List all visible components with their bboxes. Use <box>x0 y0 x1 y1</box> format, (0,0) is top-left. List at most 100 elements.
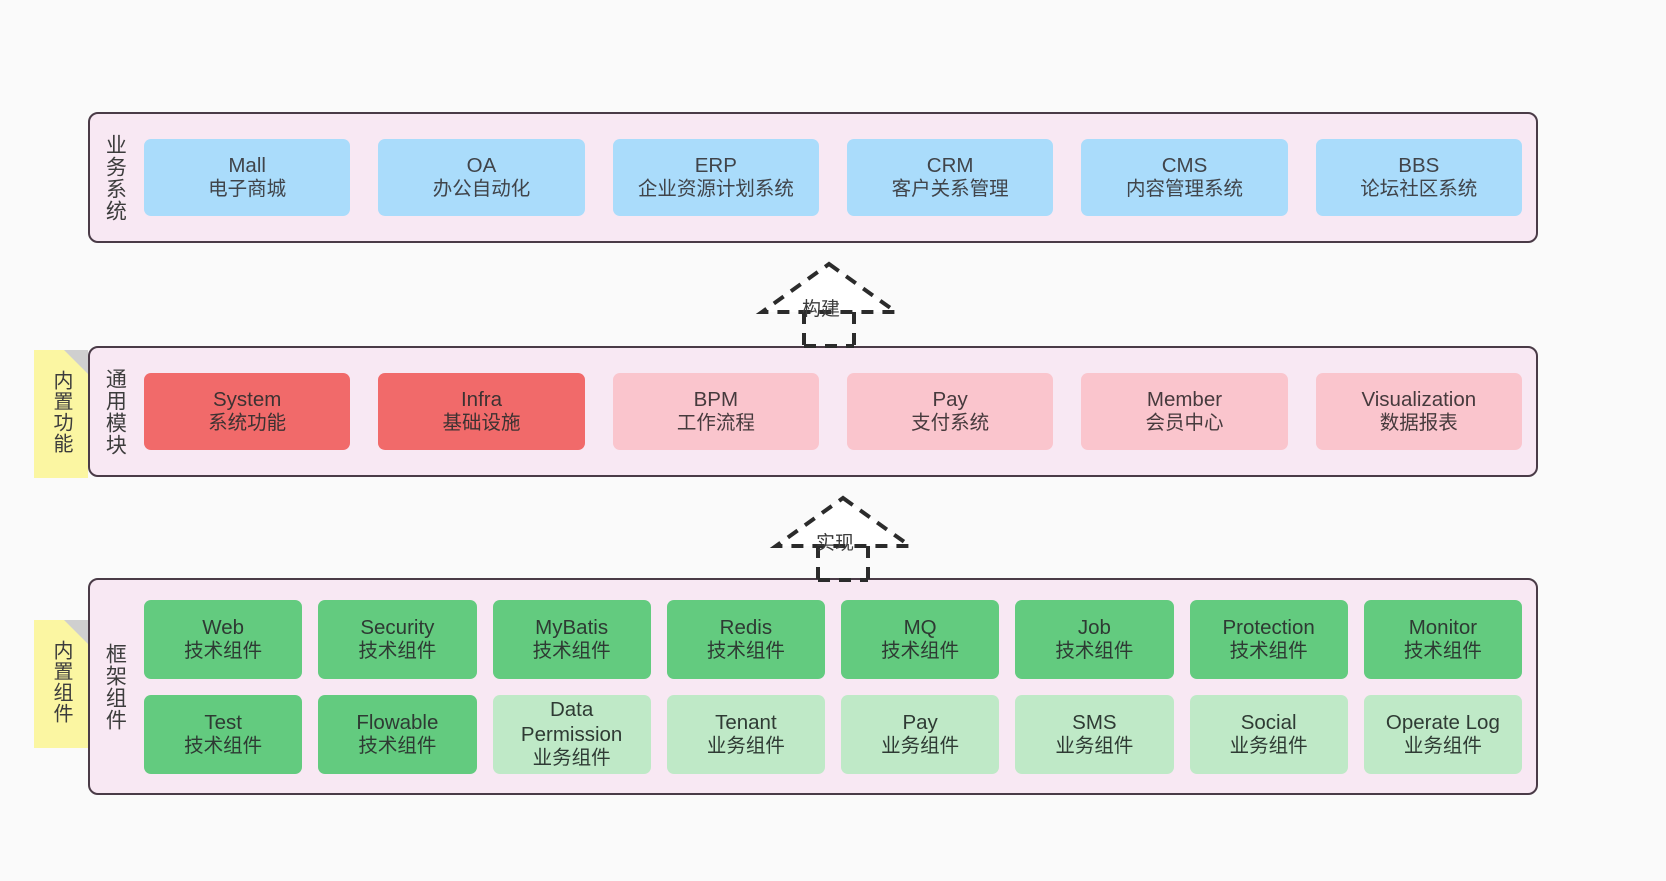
component-subtitle: 业务组件 <box>1403 734 1482 757</box>
component-box-protection[interactable]: Protection 技术组件 <box>1189 599 1348 679</box>
component-title: Test <box>204 710 242 734</box>
layer-row: Mall 电子商城 OA 办公自动化 ERP 企业资源计划系统 CRM 客户关系… <box>144 139 1522 216</box>
module-subtitle: 系统功能 <box>208 412 287 435</box>
connector-build-arrow <box>755 261 903 348</box>
module-subtitle: 企业资源计划系统 <box>637 178 794 201</box>
module-subtitle: 内容管理系统 <box>1125 178 1243 201</box>
component-subtitle: 业务组件 <box>532 747 611 770</box>
module-title: BBS <box>1398 154 1440 178</box>
connector-implement-label: 实现 <box>816 533 855 554</box>
component-title: Flowable <box>356 710 439 734</box>
module-title: OA <box>466 154 497 178</box>
component-subtitle: 技术组件 <box>1229 639 1308 662</box>
module-title: Infra <box>460 388 502 412</box>
component-title: MyBatis <box>535 615 609 639</box>
layer-row: System 系统功能 Infra 基础设施 BPM 工作流程 Pay 支付系统… <box>144 373 1522 450</box>
layer-common-modules: 通用模块 System 系统功能 Infra 基础设施 BPM 工作流程 Pay… <box>88 346 1538 477</box>
connector-implement-arrow <box>769 495 917 582</box>
component-box-pay[interactable]: Pay 业务组件 <box>841 694 1000 774</box>
module-title: Member <box>1146 388 1223 412</box>
component-title: Web <box>202 615 245 639</box>
component-title: Operate Log <box>1385 710 1500 734</box>
module-subtitle: 支付系统 <box>911 412 990 435</box>
component-box-mybatis[interactable]: MyBatis 技术组件 <box>492 599 651 679</box>
component-title: Social <box>1240 710 1297 734</box>
module-title: CRM <box>926 154 974 178</box>
component-box-monitor[interactable]: Monitor 技术组件 <box>1363 599 1522 679</box>
module-box-infra[interactable]: Infra 基础设施 <box>378 373 585 450</box>
module-box-crm[interactable]: CRM 客户关系管理 <box>846 139 1054 216</box>
layer-row: Test 技术组件 Flowable 技术组件 Data Permission … <box>144 694 1522 774</box>
component-title: Pay <box>902 710 938 734</box>
module-title: BPM <box>693 388 739 412</box>
triangle-arrowhead-icon <box>755 261 903 314</box>
module-title: System <box>212 388 282 412</box>
component-subtitle: 技术组件 <box>881 639 960 662</box>
component-title: Tenant <box>715 710 777 734</box>
sticky-note-label: 内置功能 <box>50 370 72 454</box>
layer-body-framework-components: Web 技术组件 Security 技术组件 MyBatis 技术组件 Redi… <box>138 580 1536 793</box>
layer-framework-components: 框架组件 Web 技术组件 Security 技术组件 MyBatis 技术组件… <box>88 578 1538 795</box>
module-subtitle: 论坛社区系统 <box>1360 178 1478 201</box>
module-subtitle: 电子商城 <box>208 178 287 201</box>
layer-title-business-systems: 业务系统 <box>103 133 127 222</box>
component-box-web[interactable]: Web 技术组件 <box>144 599 303 679</box>
module-box-system[interactable]: System 系统功能 <box>144 373 351 450</box>
connector-build: 构建 <box>755 258 903 348</box>
sticky-note-builtin-function: 内置功能 <box>34 350 88 478</box>
component-title: Protection <box>1222 615 1315 639</box>
layer-row: Web 技术组件 Security 技术组件 MyBatis 技术组件 Redi… <box>144 599 1522 679</box>
component-box-mq[interactable]: MQ 技术组件 <box>841 599 1000 679</box>
component-title: Data Permission <box>520 698 623 747</box>
component-subtitle: 技术组件 <box>1055 639 1134 662</box>
module-subtitle: 数据报表 <box>1379 412 1458 435</box>
component-title: Job <box>1077 615 1111 639</box>
layer-body-business-systems: Mall 电子商城 OA 办公自动化 ERP 企业资源计划系统 CRM 客户关系… <box>138 114 1536 241</box>
component-subtitle: 技术组件 <box>532 639 611 662</box>
module-box-visualization[interactable]: Visualization 数据报表 <box>1315 373 1522 450</box>
component-subtitle: 业务组件 <box>881 734 960 757</box>
component-subtitle: 业务组件 <box>1229 734 1308 757</box>
component-title: SMS <box>1072 710 1117 734</box>
component-box-operate-log[interactable]: Operate Log 业务组件 <box>1363 694 1522 774</box>
component-box-data-permission[interactable]: Data Permission 业务组件 <box>492 694 651 774</box>
component-subtitle: 技术组件 <box>358 734 437 757</box>
component-subtitle: 业务组件 <box>706 734 785 757</box>
component-box-social[interactable]: Social 业务组件 <box>1189 694 1348 774</box>
component-box-security[interactable]: Security 技术组件 <box>318 599 477 679</box>
component-subtitle: 技术组件 <box>358 639 437 662</box>
component-subtitle: 技术组件 <box>184 639 263 662</box>
module-box-member[interactable]: Member 会员中心 <box>1081 373 1288 450</box>
module-subtitle: 客户关系管理 <box>891 178 1009 201</box>
module-box-oa[interactable]: OA 办公自动化 <box>378 139 585 216</box>
component-box-tenant[interactable]: Tenant 业务组件 <box>666 694 825 774</box>
module-box-erp[interactable]: ERP 企业资源计划系统 <box>612 139 819 216</box>
module-box-bpm[interactable]: BPM 工作流程 <box>612 373 819 450</box>
component-title: MQ <box>903 615 937 639</box>
layer-title-common-modules: 通用模块 <box>103 367 127 456</box>
component-box-job[interactable]: Job 技术组件 <box>1015 599 1174 679</box>
module-title: Mall <box>228 154 266 178</box>
component-box-test[interactable]: Test 技术组件 <box>144 694 303 774</box>
module-box-pay[interactable]: Pay 支付系统 <box>846 373 1054 450</box>
component-box-redis[interactable]: Redis 技术组件 <box>666 599 825 679</box>
connector-implement: 实现 <box>769 492 917 582</box>
module-box-mall[interactable]: Mall 电子商城 <box>144 139 351 216</box>
module-title: ERP <box>694 154 737 178</box>
component-subtitle: 技术组件 <box>1403 639 1482 662</box>
layer-body-common-modules: System 系统功能 Infra 基础设施 BPM 工作流程 Pay 支付系统… <box>138 348 1536 475</box>
module-subtitle: 基础设施 <box>442 412 521 435</box>
component-title: Monitor <box>1408 615 1478 639</box>
sticky-note-label: 内置组件 <box>50 640 72 724</box>
sticky-note-builtin-component: 内置组件 <box>34 620 88 748</box>
component-title: Redis <box>719 615 773 639</box>
component-box-sms[interactable]: SMS 业务组件 <box>1015 694 1174 774</box>
layer-title-framework-components: 框架组件 <box>103 642 127 731</box>
component-box-flowable[interactable]: Flowable 技术组件 <box>318 694 477 774</box>
module-box-cms[interactable]: CMS 内容管理系统 <box>1081 139 1288 216</box>
module-title: CMS <box>1161 154 1208 178</box>
triangle-arrowhead-icon <box>769 495 917 548</box>
module-title: Visualization <box>1361 388 1477 412</box>
module-box-bbs[interactable]: BBS 论坛社区系统 <box>1315 139 1522 216</box>
